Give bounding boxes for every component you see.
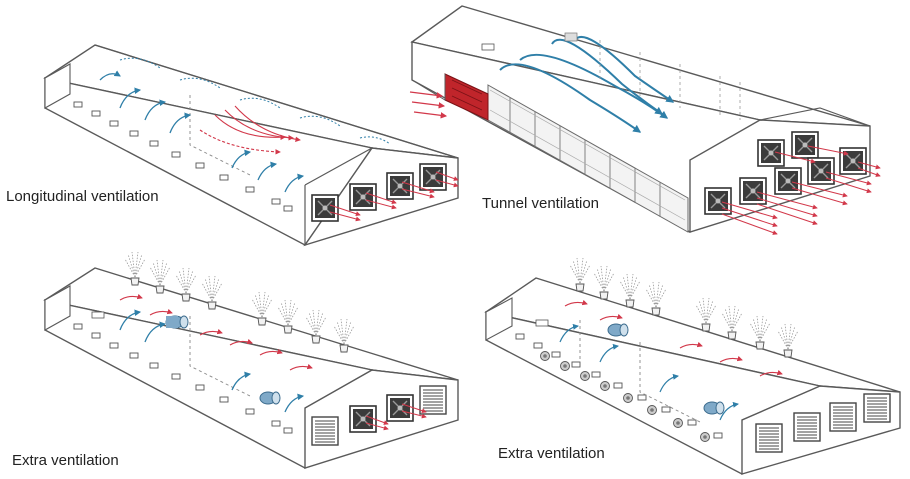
panel-tunnel-barn <box>409 5 881 235</box>
caption-extra-ventilation-left: Extra ventilation <box>12 452 119 469</box>
panel-extra-ventilation-barn-1 <box>43 251 459 469</box>
caption-extra-ventilation-right: Extra ventilation <box>498 445 605 462</box>
panel-extra-ventilation-barn-2 <box>484 257 901 475</box>
caption-tunnel-ventilation: Tunnel ventilation <box>482 195 600 212</box>
panel-longitudinal-barn <box>43 44 459 247</box>
caption-longitudinal-ventilation: Longitudinal ventilation <box>6 188 159 205</box>
